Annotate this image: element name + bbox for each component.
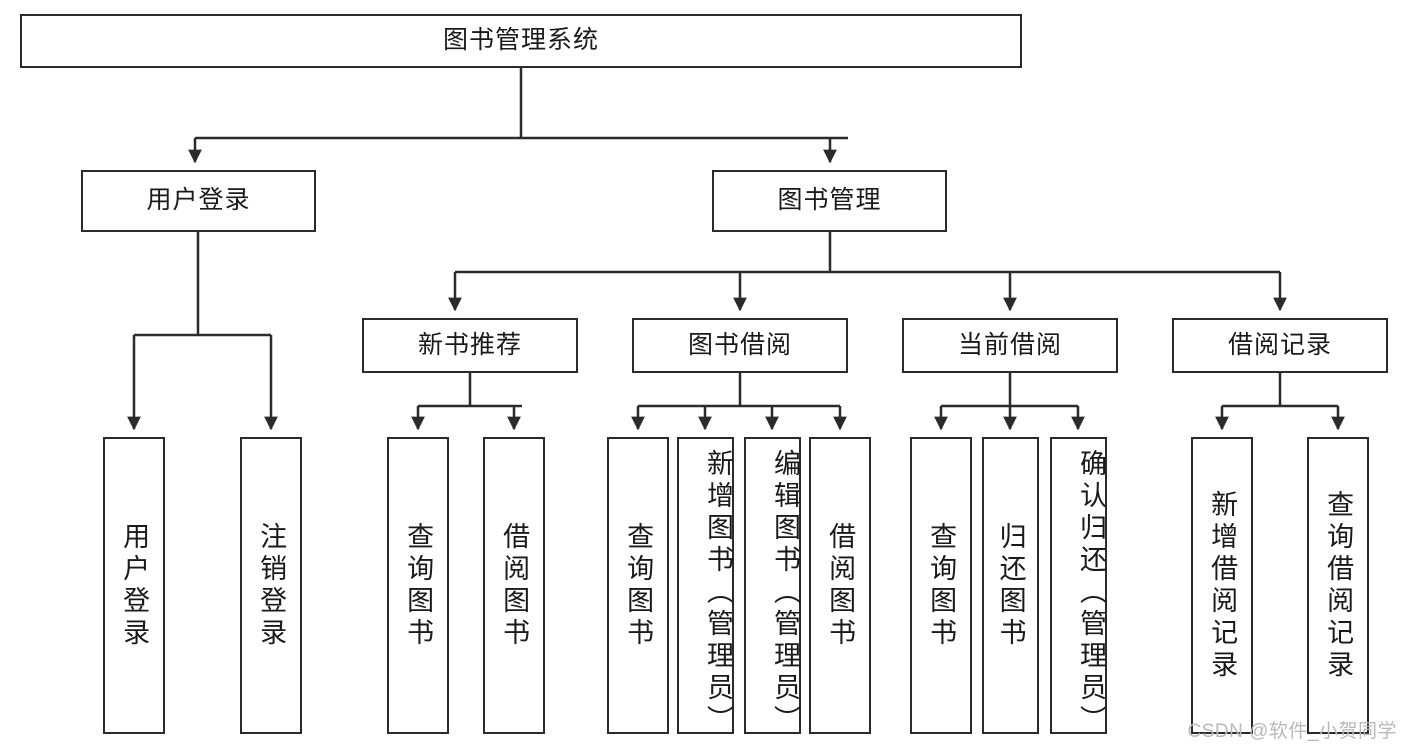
node-leaf-return-book-label: 归还图书 [995,521,1026,650]
node-leaf-edit-book[interactable]: 编辑图书（管理员） [744,437,801,737]
node-leaf-edit-book-label: 编辑图书（管理员） [770,448,800,737]
node-leaf-query-book-1-label: 查询图书 [403,521,434,650]
node-book-manage-label: 图书管理 [777,186,882,215]
node-leaf-query-book-3-label: 查询图书 [926,521,957,650]
node-leaf-add-record-label: 新增借阅记录 [1207,489,1238,682]
node-user-login[interactable]: 用户登录 [81,170,316,232]
node-root-label: 图书管理系统 [442,26,599,55]
node-leaf-query-record[interactable]: 查询借阅记录 [1307,437,1369,734]
node-leaf-user-logout-label: 注销登录 [256,521,287,650]
node-book-manage[interactable]: 图书管理 [712,170,947,232]
node-leaf-query-record-label: 查询借阅记录 [1323,489,1354,682]
node-leaf-confirm-return[interactable]: 确认归还（管理员） [1050,437,1107,737]
node-leaf-borrow-book-1[interactable]: 借阅图书 [483,437,545,734]
node-root[interactable]: 图书管理系统 [20,14,1022,68]
node-current-borrow-label: 当前借阅 [957,330,1062,359]
node-leaf-return-book[interactable]: 归还图书 [982,437,1039,734]
node-leaf-add-book-label: 新增图书（管理员） [703,448,733,737]
node-current-borrow[interactable]: 当前借阅 [902,318,1118,373]
node-leaf-borrow-book-2-label: 借阅图书 [825,521,856,650]
node-leaf-user-login-label: 用户登录 [119,521,150,650]
node-new-book-rec-label: 新书推荐 [417,330,522,359]
node-borrow-record-label: 借阅记录 [1227,330,1332,359]
node-book-borrow[interactable]: 图书借阅 [632,318,848,373]
node-leaf-user-logout[interactable]: 注销登录 [240,437,302,734]
node-leaf-user-login[interactable]: 用户登录 [103,437,165,734]
node-leaf-add-book[interactable]: 新增图书（管理员） [677,437,734,737]
node-book-borrow-label: 图书借阅 [687,330,792,359]
node-leaf-confirm-return-label: 确认归还（管理员） [1076,448,1106,737]
node-borrow-record[interactable]: 借阅记录 [1172,318,1388,373]
csdn-watermark: CSDN @软件_小贺同学 [1187,721,1397,742]
node-leaf-add-record[interactable]: 新增借阅记录 [1191,437,1253,734]
node-leaf-query-book-2[interactable]: 查询图书 [607,437,669,734]
node-leaf-query-book-1[interactable]: 查询图书 [387,437,449,734]
node-leaf-borrow-book-1-label: 借阅图书 [499,521,530,650]
node-user-login-label: 用户登录 [146,186,251,215]
node-leaf-query-book-3[interactable]: 查询图书 [910,437,972,734]
node-leaf-borrow-book-2[interactable]: 借阅图书 [809,437,871,734]
node-new-book-rec[interactable]: 新书推荐 [362,318,578,373]
node-leaf-query-book-2-label: 查询图书 [623,521,654,650]
